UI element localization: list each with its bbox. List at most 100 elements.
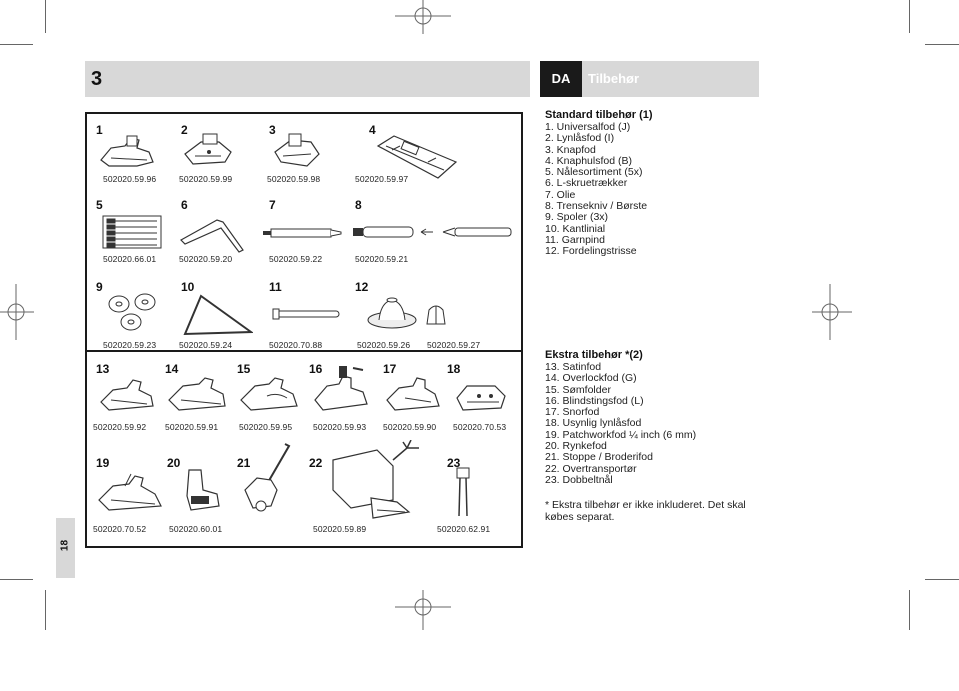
part-number: 502020.59.24 bbox=[179, 340, 233, 350]
item-number: 1 bbox=[96, 123, 103, 137]
list-item: 17. Snorfod bbox=[545, 406, 600, 419]
list-item: 2. Lynlåsfod (I) bbox=[545, 132, 615, 145]
oil-bottle-icon bbox=[263, 228, 342, 238]
page-number-tab: 18 bbox=[56, 518, 75, 578]
part-number: 502020.70.88 bbox=[269, 340, 323, 350]
accessory-figure: 1 2 3 4 502020.59.96 502020.59.99 502020… bbox=[85, 112, 523, 548]
footnote: * Ekstra tilbehør er ikke inkluderet. De… bbox=[545, 499, 746, 523]
part-number: 502020.59.97 bbox=[355, 174, 409, 184]
list-item: 7. Olie bbox=[545, 188, 576, 201]
part-number: 502020.59.91 bbox=[165, 422, 219, 432]
universal-foot-icon bbox=[100, 135, 154, 167]
item-number: 20 bbox=[167, 456, 181, 470]
item-number: 13 bbox=[96, 362, 110, 376]
crop-mark bbox=[925, 44, 959, 45]
list-item: 23. Dobbeltnål bbox=[545, 473, 613, 486]
spool-pin-icon bbox=[272, 308, 340, 320]
edge-guide-icon bbox=[183, 294, 253, 336]
item-number: 3 bbox=[269, 123, 276, 137]
crop-mark bbox=[909, 590, 910, 630]
extra-accessories-list: 13. Satinfod 14. Overlockfod (G) 15. Søm… bbox=[545, 361, 697, 486]
item-number: 12 bbox=[355, 280, 369, 294]
list-item: 4. Knaphulsfod (B) bbox=[545, 154, 632, 167]
crop-mark bbox=[0, 44, 33, 45]
part-number: 502020.59.99 bbox=[179, 174, 233, 184]
list-item: 3. Knapfod bbox=[545, 143, 596, 156]
item-number: 8 bbox=[355, 198, 362, 212]
part-number: 502020.59.98 bbox=[267, 174, 321, 184]
spool-cap-icon bbox=[367, 297, 417, 329]
part-number: 502020.59.93 bbox=[313, 422, 367, 432]
twin-needle-icon bbox=[456, 467, 470, 517]
l-screwdriver-icon bbox=[180, 219, 244, 253]
part-number: 502020.59.90 bbox=[383, 422, 437, 432]
list-item: 13. Satinfod bbox=[545, 361, 602, 373]
extra-accessories-title: Ekstra tilbehør *(2) bbox=[545, 349, 643, 361]
list-item: 6. L-skruetrækker bbox=[545, 177, 628, 190]
part-number: 502020.59.92 bbox=[93, 422, 147, 432]
part-number: 502020.59.26 bbox=[357, 340, 411, 350]
part-number: 502020.59.23 bbox=[103, 340, 157, 350]
item-number: 22 bbox=[309, 456, 323, 470]
item-number: 7 bbox=[269, 198, 276, 212]
figure-divider bbox=[87, 350, 521, 352]
list-item: 14. Overlockfod (G) bbox=[545, 372, 637, 385]
hemmer-foot-icon bbox=[240, 377, 298, 411]
item-number: 23 bbox=[447, 456, 461, 470]
section-title: Tilbehør bbox=[588, 71, 640, 86]
invisible-zipper-foot-icon bbox=[456, 385, 506, 411]
cording-foot-icon bbox=[386, 377, 440, 411]
bobbins-icon bbox=[108, 293, 156, 331]
part-number: 502020.70.52 bbox=[93, 524, 147, 534]
list-item: 22. Overtransportør bbox=[545, 462, 637, 475]
list-item: 19. Patchworkfod ¼ inch (6 mm) bbox=[545, 428, 697, 441]
item-number: 4 bbox=[369, 123, 376, 137]
standard-accessories-title: Standard tilbehør (1) bbox=[545, 109, 653, 121]
crop-mark bbox=[909, 0, 910, 33]
item-number: 18 bbox=[447, 362, 461, 376]
item-number: 10 bbox=[181, 280, 195, 294]
page-number: 18 bbox=[59, 539, 71, 552]
item-number: 14 bbox=[165, 362, 179, 376]
registration-mark-icon bbox=[395, 0, 451, 34]
item-number: 11 bbox=[269, 280, 282, 294]
part-number: 502020.70.53 bbox=[453, 422, 507, 432]
list-item: 10. Kantlinial bbox=[545, 222, 606, 235]
blind-stitch-foot-icon bbox=[314, 366, 368, 411]
overlock-foot-icon bbox=[168, 377, 226, 411]
part-number: 502020.59.89 bbox=[313, 524, 367, 534]
list-item: 20. Rynkefod bbox=[545, 440, 607, 453]
chapter-number: 3 bbox=[91, 68, 103, 90]
list-item: 9. Spoler (3x) bbox=[545, 211, 609, 224]
section-header: DA Tilbehør bbox=[540, 61, 759, 97]
walking-foot-icon bbox=[332, 440, 419, 519]
list-item: 5. Nålesortiment (5x) bbox=[545, 166, 643, 179]
gathering-foot-icon bbox=[186, 469, 220, 511]
registration-mark-icon bbox=[395, 590, 451, 630]
part-number: 502020.60.01 bbox=[169, 524, 223, 534]
item-number: 2 bbox=[181, 123, 188, 137]
seam-ripper-brush-icon bbox=[353, 226, 512, 238]
buttonhole-foot-icon bbox=[376, 135, 458, 179]
item-number: 15 bbox=[237, 362, 251, 376]
part-number: 502020.59.27 bbox=[427, 340, 481, 350]
crop-mark bbox=[45, 0, 46, 33]
list-item: 18. Usynlig lynlåsfod bbox=[545, 417, 642, 430]
part-number: 502020.66.01 bbox=[103, 254, 157, 264]
part-number: 502020.59.96 bbox=[103, 174, 157, 184]
part-number: 502020.59.20 bbox=[179, 254, 233, 264]
item-number: 16 bbox=[309, 362, 323, 376]
item-number: 17 bbox=[383, 362, 397, 376]
crop-mark bbox=[0, 579, 33, 580]
button-foot-icon bbox=[274, 133, 320, 167]
part-number: 502020.59.22 bbox=[269, 254, 323, 264]
list-item: 1. Universalfod (J) bbox=[545, 121, 631, 133]
satin-foot-icon bbox=[100, 379, 154, 411]
standard-accessories-list: 1. Universalfod (J) 2. Lynlåsfod (I) 3. … bbox=[545, 121, 648, 258]
list-item: 11. Garnpind bbox=[545, 233, 605, 246]
list-item: 8. Trensekniv / Børste bbox=[545, 200, 648, 213]
item-number: 9 bbox=[96, 280, 103, 294]
needle-set-icon bbox=[102, 215, 162, 249]
list-item: 12. Fordelingstrisse bbox=[545, 245, 637, 258]
registration-mark-icon bbox=[0, 284, 34, 340]
